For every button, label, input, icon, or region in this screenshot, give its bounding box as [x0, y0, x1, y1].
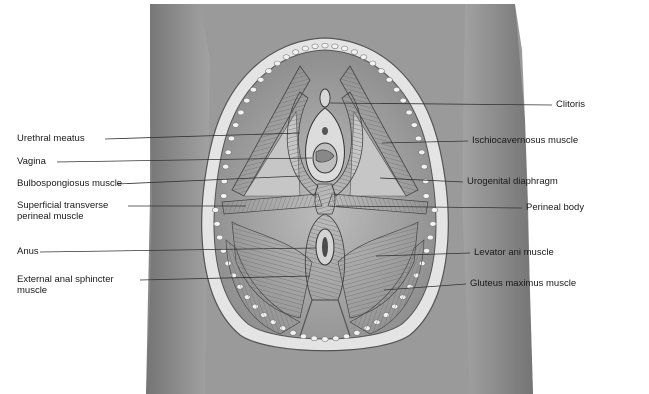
label-anus: Anus [17, 246, 39, 257]
fat-lobule [378, 69, 384, 74]
fat-lobule [233, 123, 239, 128]
fat-lobule [415, 136, 421, 141]
fat-lobule [258, 77, 264, 82]
fat-lobule [212, 208, 218, 213]
fat-lobule [406, 110, 412, 115]
fat-lobule [244, 98, 250, 103]
clitoris-shape [320, 89, 330, 107]
fat-lobule [225, 150, 231, 155]
label-urethral-meatus: Urethral meatus [17, 133, 85, 144]
fat-lobule [421, 164, 427, 169]
fat-lobule [300, 334, 306, 339]
fat-lobule [322, 337, 328, 342]
fat-lobule [400, 98, 406, 103]
fat-lobule [342, 46, 348, 51]
anus-shape [322, 237, 328, 257]
fat-lobule [292, 50, 298, 55]
label-ischiocavernosus-muscle: Ischiocavernosus muscle [472, 135, 578, 146]
fat-lobule [411, 123, 417, 128]
fat-lobule [274, 61, 280, 66]
fat-lobule [238, 110, 244, 115]
fat-lobule [332, 44, 338, 49]
label-vagina: Vagina [17, 156, 46, 167]
fat-lobule [386, 77, 392, 82]
perineal-body-shape [315, 184, 335, 214]
label-clitoris: Clitoris [556, 99, 585, 110]
fat-lobule [430, 222, 436, 227]
fat-lobule [283, 55, 289, 60]
label-superficial-transverse-perineal-muscle: Superficial transverse perineal muscle [17, 200, 108, 222]
fat-lobule [431, 208, 437, 213]
urethral-meatus-shape [322, 127, 328, 135]
label-gluteus-maximus-muscle: Gluteus maximus muscle [470, 278, 576, 289]
fat-lobule [343, 334, 349, 339]
fat-lobule [423, 194, 429, 199]
fat-lobule [370, 61, 376, 66]
fat-lobule [250, 87, 256, 92]
fat-lobule [423, 248, 429, 253]
label-perineal-body: Perineal body [526, 202, 584, 213]
label-bulbospongiosus-muscle: Bulbospongiosus muscle [17, 178, 122, 189]
fat-lobule [322, 43, 328, 48]
fat-lobule [312, 44, 318, 49]
fat-lobule [266, 69, 272, 74]
fat-lobule [393, 87, 399, 92]
fat-lobule [221, 194, 227, 199]
fat-lobule [427, 235, 433, 240]
label-external-anal-sphincter-muscle: External anal sphincter muscle [17, 274, 114, 296]
fat-lobule [419, 150, 425, 155]
fat-lobule [214, 222, 220, 227]
fat-lobule [228, 136, 234, 141]
fat-lobule [333, 336, 339, 341]
fat-lobule [217, 235, 223, 240]
fat-lobule [290, 331, 296, 336]
fat-lobule [223, 164, 229, 169]
fat-lobule [351, 50, 357, 55]
fat-lobule [361, 55, 367, 60]
label-levator-ani-muscle: Levator ani muscle [474, 247, 554, 258]
fat-lobule [311, 336, 317, 341]
fat-lobule [354, 331, 360, 336]
fat-lobule [302, 46, 308, 51]
fat-lobule [423, 179, 429, 184]
label-urogenital-diaphragm: Urogenital diaphragm [467, 176, 558, 187]
